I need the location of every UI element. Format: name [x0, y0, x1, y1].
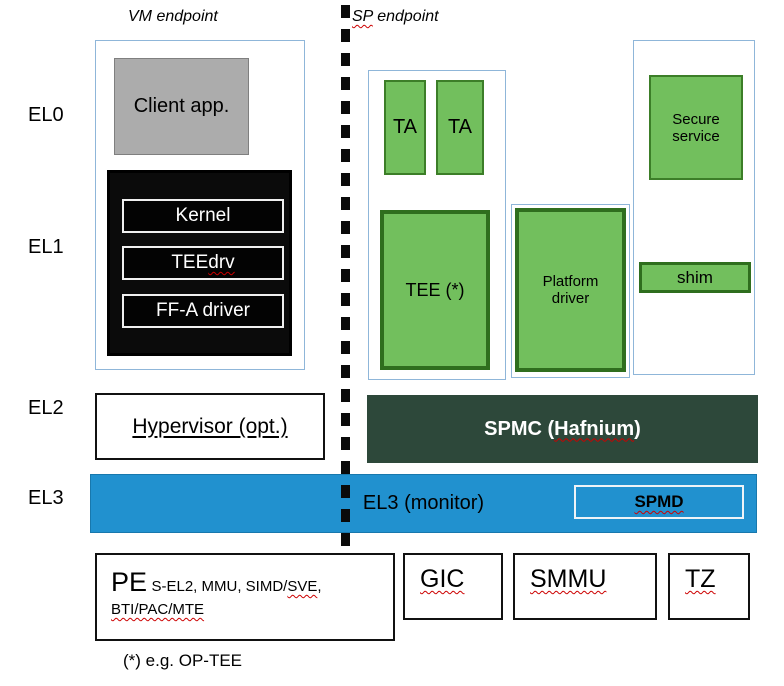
- tee-driver-word: drv: [208, 252, 235, 273]
- spmd-box: SPMD: [574, 485, 744, 519]
- gic-box: GIC: [403, 553, 503, 620]
- hypervisor-label: Hypervisor (opt.): [132, 414, 288, 438]
- el1-label: EL1: [28, 236, 64, 258]
- gic-label: GIC: [420, 565, 465, 593]
- ffa-driver-box: FF-A driver: [122, 294, 284, 328]
- el0-label: EL0: [28, 104, 64, 126]
- pe-title: PE: [111, 567, 148, 597]
- el3-label: EL3: [28, 487, 64, 509]
- secure-service-box: Secure service: [649, 75, 743, 180]
- spmc-prefix: SPMC (: [484, 417, 555, 440]
- pe-detail-sve: SVE: [287, 578, 318, 595]
- ta-box-1: TA: [384, 80, 426, 175]
- pe-detail: S-EL2, MMU, SIMD/SVE, BTI/PAC/MTE: [111, 578, 322, 618]
- tee-box: TEE (*): [380, 210, 490, 370]
- spmd-label: SPMD: [634, 492, 684, 511]
- sp-endpoint-word: SP: [352, 8, 373, 25]
- sp-endpoint-rest: endpoint: [372, 8, 439, 25]
- pe-detail-a: S-EL2, MMU, SIMD/: [151, 578, 288, 595]
- tz-box: TZ: [668, 553, 750, 620]
- tee-driver-box: TEE drv: [122, 246, 284, 280]
- platform-driver-box: Platform driver: [515, 208, 626, 372]
- kernel-box: Kernel: [122, 199, 284, 233]
- pe-box: PE S-EL2, MMU, SIMD/SVE, BTI/PAC/MTE: [95, 553, 395, 641]
- pe-detail-b: ,: [317, 578, 322, 595]
- sp-endpoint-heading: SP endpoint: [352, 8, 439, 26]
- spmc-suffix: ): [634, 417, 641, 440]
- pe-detail-mte: BTI/PAC/MTE: [111, 601, 205, 619]
- footnote: (*) e.g. OP-TEE: [123, 651, 243, 670]
- vm-sp-dashed-divider: [341, 5, 350, 550]
- hypervisor-box: Hypervisor (opt.): [95, 393, 325, 460]
- el3-monitor-bar: EL3 (monitor) SPMD: [90, 474, 757, 533]
- ta-box-2: TA: [436, 80, 484, 175]
- smmu-label: SMMU: [530, 565, 607, 593]
- el2-label: EL2: [28, 397, 64, 419]
- shim-box: shim: [639, 262, 751, 293]
- vm-endpoint-heading: VM endpoint: [128, 8, 218, 25]
- spmc-box: SPMC (Hafnium): [367, 395, 758, 463]
- client-app-box: Client app.: [114, 58, 249, 155]
- spmc-word: Hafnium: [554, 417, 635, 440]
- tz-label: TZ: [685, 565, 716, 593]
- smmu-box: SMMU: [513, 553, 657, 620]
- vm-kernel-stack: Kernel TEE drv FF-A driver: [107, 170, 292, 356]
- el3-monitor-label: EL3 (monitor): [362, 492, 485, 514]
- tee-driver-prefix: TEE: [171, 252, 209, 273]
